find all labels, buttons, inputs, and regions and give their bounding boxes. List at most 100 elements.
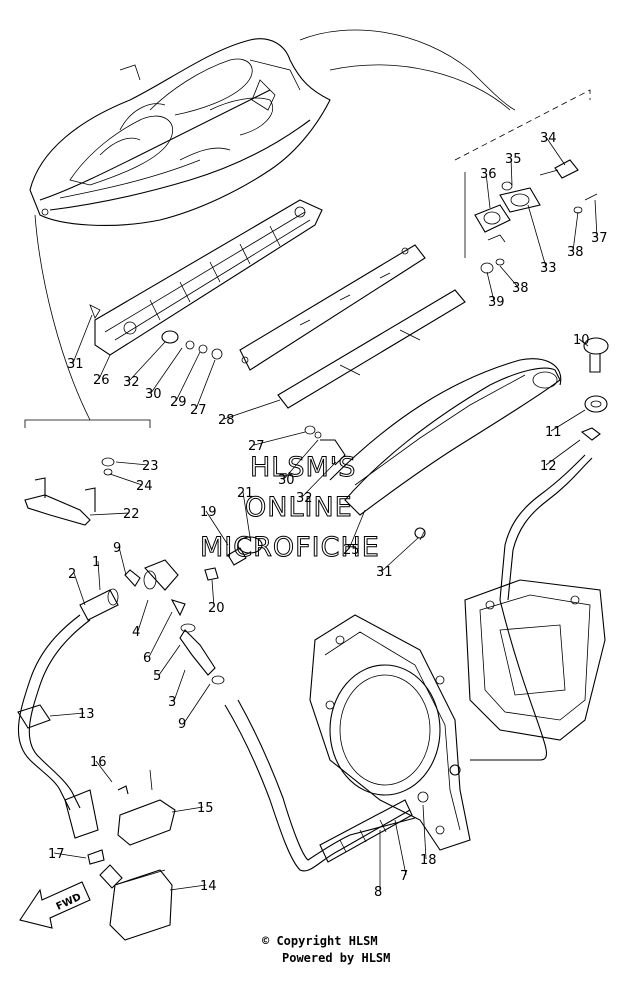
- callout-32b: 32: [296, 491, 313, 506]
- callout-leader-30a: [150, 347, 183, 394]
- callout-3: 3: [168, 695, 176, 710]
- callout-37: 37: [591, 231, 608, 246]
- callout-leader-38b: [499, 265, 519, 288]
- callout-32a: 32: [123, 375, 140, 390]
- callout-leader-33: [527, 204, 547, 268]
- callout-leader-9a: [118, 546, 127, 576]
- callout-leader-35: [510, 157, 513, 186]
- callout-18: 18: [420, 853, 437, 868]
- watermark-line1: HLSM'S: [250, 452, 356, 483]
- callout-leader-19: [205, 510, 229, 546]
- watermark-line2: ONLINE: [245, 492, 353, 523]
- pump-housing: [464, 579, 606, 761]
- collar-32: [161, 330, 179, 344]
- callout-leader-32a: [128, 341, 166, 382]
- callout-leader-11: [550, 409, 586, 432]
- callout-27b: 27: [248, 439, 265, 454]
- callout-27a: 27: [190, 403, 207, 418]
- callout-leader-7: [394, 819, 407, 876]
- callout-33: 33: [540, 261, 557, 276]
- callout-leader-27b: [253, 431, 306, 446]
- sub-detail-bracket-box: [24, 419, 151, 428]
- watercraft-illustration: [29, 38, 331, 226]
- callout-21: 21: [237, 486, 254, 501]
- leader-line: [299, 29, 516, 111]
- callout-35: 35: [505, 152, 522, 167]
- ride-plate-25: [329, 358, 562, 516]
- callout-24: 24: [136, 479, 153, 494]
- callout-16: 16: [90, 755, 107, 770]
- callout-9a: 9: [113, 541, 121, 556]
- callout-9b: 9: [178, 717, 186, 732]
- callout-leader-22: [89, 512, 130, 516]
- fwd-arrow: FWD: [19, 881, 91, 929]
- callout-leader-34: [545, 136, 566, 166]
- callout-15: 15: [197, 801, 214, 816]
- callout-leader-31b: [381, 537, 419, 572]
- callout-leader-29: [175, 351, 201, 402]
- callout-leader-30b: [283, 439, 319, 480]
- watermark: HLSM'S ONLINE MICROFICHE: [200, 452, 380, 564]
- callout-leader-2: [73, 572, 86, 606]
- detail-box-outline: [454, 89, 591, 161]
- callout-26: 26: [93, 373, 110, 388]
- callout-leader-28: [223, 399, 281, 420]
- callout-leader-26: [98, 354, 111, 380]
- callout-leader-36: [485, 172, 491, 209]
- callout-leader-1: [97, 560, 101, 591]
- callout-12: 12: [540, 459, 557, 474]
- callout-leader-13: [49, 712, 85, 717]
- powered-by-text: Powered by HLSM: [282, 951, 391, 965]
- callout-25: 25: [343, 543, 360, 558]
- callout-leader-10: [578, 338, 589, 347]
- callout-31a: 31: [67, 357, 84, 372]
- callout-leader-20: [211, 579, 215, 608]
- filter-assembly: [87, 769, 176, 941]
- callout-29: 29: [170, 395, 187, 410]
- callout-7: 7: [400, 869, 408, 884]
- callout-1: 1: [92, 555, 100, 570]
- callout-28: 28: [218, 413, 235, 428]
- callout-30a: 30: [145, 387, 162, 402]
- callout-19: 19: [200, 505, 217, 520]
- callout-17: 17: [48, 847, 65, 862]
- callout-leader-39: [486, 271, 495, 302]
- left-hoses: [17, 559, 225, 839]
- callout-leader-6: [148, 611, 173, 658]
- callout-22: 22: [123, 507, 140, 522]
- intake-grate: [94, 199, 323, 356]
- callout-leader-12: [545, 439, 581, 466]
- callout-23: 23: [142, 459, 159, 474]
- bracket-22: [24, 457, 115, 526]
- mounting-plate: [239, 244, 466, 409]
- callout-6: 6: [143, 651, 151, 666]
- callout-leader-17: [53, 852, 87, 859]
- vent-fitting: [499, 337, 609, 601]
- callout-20: 20: [208, 601, 225, 616]
- callout-leader-24: [109, 473, 143, 486]
- callout-14: 14: [200, 879, 217, 894]
- callout-39: 39: [488, 295, 505, 310]
- detail-hardware: [474, 159, 598, 274]
- nut-31: [89, 304, 101, 319]
- callout-4: 4: [132, 625, 140, 640]
- callout-leader-23: [115, 461, 149, 466]
- callout-34: 34: [540, 131, 557, 146]
- callout-leader-4: [137, 599, 149, 632]
- callout-leader-38a: [572, 211, 579, 252]
- callout-leader-27a: [195, 359, 216, 410]
- callout-leader-37: [594, 199, 598, 238]
- copyright-text: © Copyright HLSM: [262, 934, 378, 948]
- callout-leader-31a: [72, 314, 93, 364]
- callout-2: 2: [68, 567, 76, 582]
- callout-leader-16: [95, 760, 113, 783]
- callout-5: 5: [153, 669, 161, 684]
- callout-31b: 31: [376, 565, 393, 580]
- callout-leader-25: [348, 509, 366, 550]
- callout-30b: 30: [278, 473, 295, 488]
- water-pipe: [224, 699, 416, 872]
- adapter-plate: [309, 614, 471, 851]
- callout-leader-18: [422, 804, 427, 860]
- callout-leader-21: [242, 491, 251, 538]
